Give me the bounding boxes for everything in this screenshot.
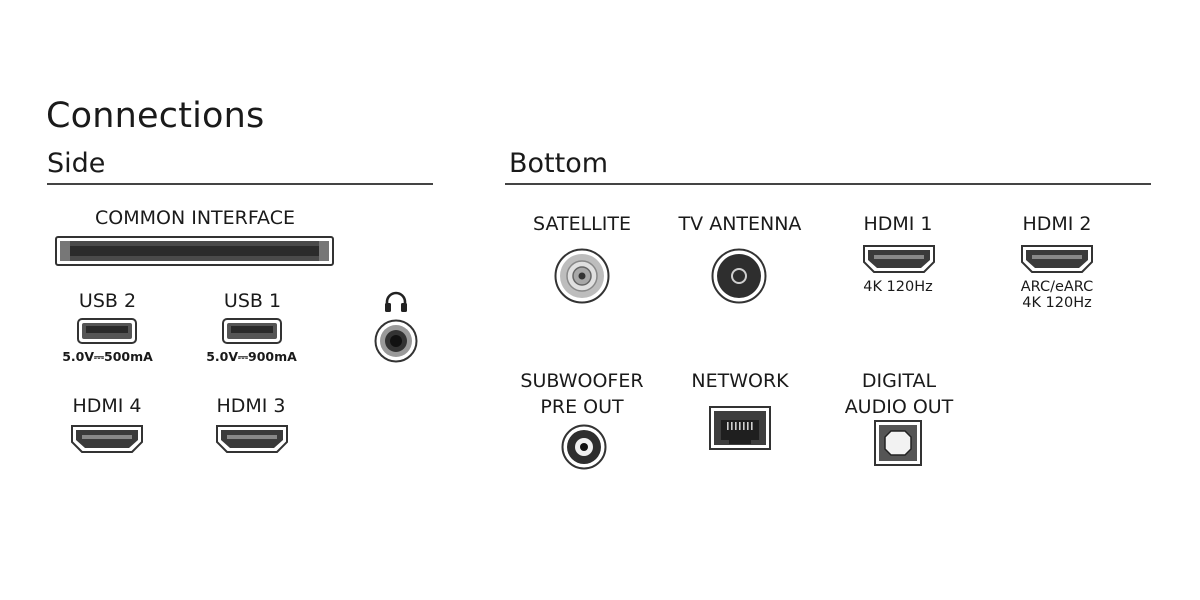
subwoofer-label-line1: SUBWOOFER (520, 370, 644, 392)
hdmi1-spec: 4K 120Hz (863, 279, 933, 295)
satellite-label: SATELLITE (533, 213, 631, 235)
hdmi1-label: HDMI 1 (863, 213, 933, 235)
optical-audio-port-icon (874, 420, 922, 466)
ethernet-port-icon (709, 406, 771, 450)
satellite-connector-icon (554, 248, 610, 304)
hdmi2-label: HDMI 2 (1022, 213, 1092, 235)
subwoofer-jack-icon (561, 424, 607, 470)
usb2-label: USB 2 (78, 290, 137, 312)
bottom-divider (505, 183, 1151, 185)
hdmi2-resolution-spec: 4K 120Hz (1022, 295, 1092, 311)
usb2-port-icon (77, 318, 137, 344)
tv-antenna-connector-icon (711, 248, 767, 304)
hdmi3-port-icon (215, 424, 289, 454)
bottom-section-title: Bottom (509, 148, 609, 179)
usb2-spec: 5.0V⎓500mA (62, 349, 153, 364)
hdmi4-label: HDMI 4 (72, 395, 142, 417)
common-interface-label: COMMON INTERFACE (95, 207, 295, 229)
tv-antenna-label: TV ANTENNA (678, 213, 802, 235)
usb1-port-icon (222, 318, 282, 344)
headphone-jack-icon (374, 319, 418, 363)
hdmi2-port-icon (1020, 244, 1094, 274)
common-interface-slot-icon (55, 236, 334, 266)
hdmi3-label: HDMI 3 (216, 395, 286, 417)
hdmi2-arc-spec: ARC/eARC (1020, 279, 1094, 295)
network-label: NETWORK (691, 370, 789, 392)
digital-audio-label-line1: DIGITAL (861, 370, 937, 392)
hdmi1-port-icon (862, 244, 936, 274)
hdmi4-port-icon (70, 424, 144, 454)
usb1-spec: 5.0V⎓900mA (206, 349, 297, 364)
side-section-title: Side (47, 148, 106, 179)
page-title: Connections (46, 96, 265, 136)
subwoofer-label-line2: PRE OUT (540, 396, 624, 418)
usb1-label: USB 1 (223, 290, 282, 312)
headphones-icon (383, 290, 409, 314)
digital-audio-label-line2: AUDIO OUT (844, 396, 954, 418)
side-divider (47, 183, 433, 185)
